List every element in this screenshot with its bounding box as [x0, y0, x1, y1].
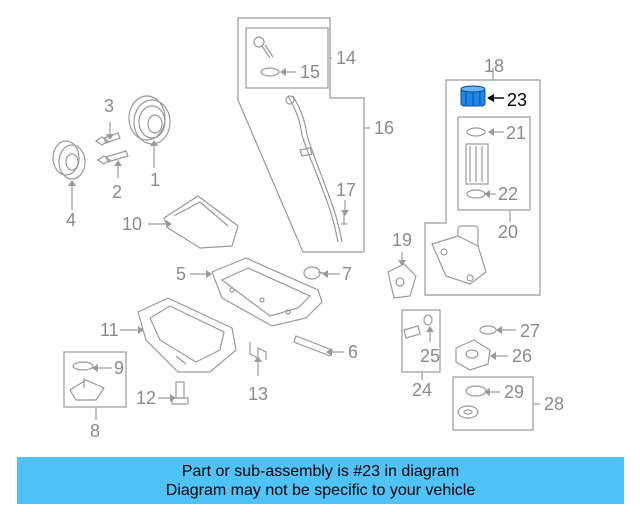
cooler-o-ring-part	[479, 325, 497, 335]
callout-3: 3	[104, 96, 114, 116]
dipstick-cap-box	[245, 27, 329, 89]
housing-gasket-part	[387, 263, 417, 299]
gasket-kit-part	[69, 361, 105, 401]
callout-13: 13	[248, 384, 268, 404]
pressure-switch-part	[403, 314, 433, 339]
gasket-part	[293, 335, 333, 357]
callout-19: 19	[392, 230, 412, 250]
callout-22: 22	[498, 184, 518, 204]
upper-oil-pan-part	[211, 257, 323, 327]
callout-5: 5	[176, 264, 186, 284]
cooler-seal-part	[457, 385, 487, 419]
callout-29: 29	[504, 382, 524, 402]
dipstick-tube-part	[285, 95, 343, 243]
callout-12: 12	[136, 388, 156, 408]
callout-18: 18	[484, 56, 504, 76]
filter-cap-part	[460, 85, 486, 107]
callout-1: 1	[150, 170, 160, 190]
callout-15: 15	[300, 62, 320, 82]
callout-17: 17	[336, 180, 356, 200]
callout-28: 28	[544, 394, 564, 414]
callout-27: 27	[520, 321, 540, 341]
callout-4: 4	[66, 210, 76, 230]
callout-16: 16	[374, 118, 394, 138]
lower-oil-pan-part	[137, 297, 237, 373]
callout-20: 20	[498, 222, 518, 242]
filter-element-box	[457, 116, 531, 211]
parts-diagram: 3 2 1 4 10 5 11 9 8 12 13 6 7 17 14 15 1…	[52, 17, 564, 441]
gasket-kit-box	[63, 351, 127, 408]
callout-14: 14	[336, 48, 356, 68]
callout-24: 24	[412, 380, 432, 400]
callout-7: 7	[342, 264, 352, 284]
callout-11: 11	[100, 320, 119, 340]
drain-plug-part	[303, 266, 329, 280]
notice-line-1: Part or sub-assembly is #23 in diagram	[181, 462, 460, 480]
callout-10: 10	[122, 214, 142, 234]
callout-25: 25	[420, 346, 440, 366]
filter-housing-part	[431, 225, 487, 285]
filter-housing-group-box	[424, 79, 541, 296]
sensor-part	[171, 381, 189, 405]
cooler-seal-box	[452, 376, 534, 431]
oil-cooler-part	[455, 339, 491, 371]
callout-2: 2	[112, 182, 122, 202]
callout-9: 9	[114, 358, 124, 378]
notice-line-2: Diagram may not be specific to your vehi…	[165, 481, 476, 499]
sensor-group-box	[401, 309, 441, 373]
bolt-part	[96, 150, 129, 165]
bracket-part	[249, 342, 267, 360]
callout-23: 23	[507, 90, 527, 110]
damper-part	[52, 140, 86, 180]
o-ring-part	[260, 67, 280, 77]
dipstick-handle-part	[253, 36, 274, 59]
leader-23-arrow	[487, 94, 494, 102]
crank-pulley-part	[128, 95, 171, 145]
callout-26: 26	[512, 346, 532, 366]
callout-8: 8	[90, 421, 100, 441]
callout-21: 21	[506, 123, 526, 143]
diagram-notice-banner: Part or sub-assembly is #23 in diagram D…	[17, 457, 624, 504]
oil-pan-baffle-part	[163, 195, 239, 249]
dipstick-group-outline	[237, 17, 365, 253]
callout-6: 6	[348, 342, 358, 362]
filter-element-part	[465, 127, 489, 199]
